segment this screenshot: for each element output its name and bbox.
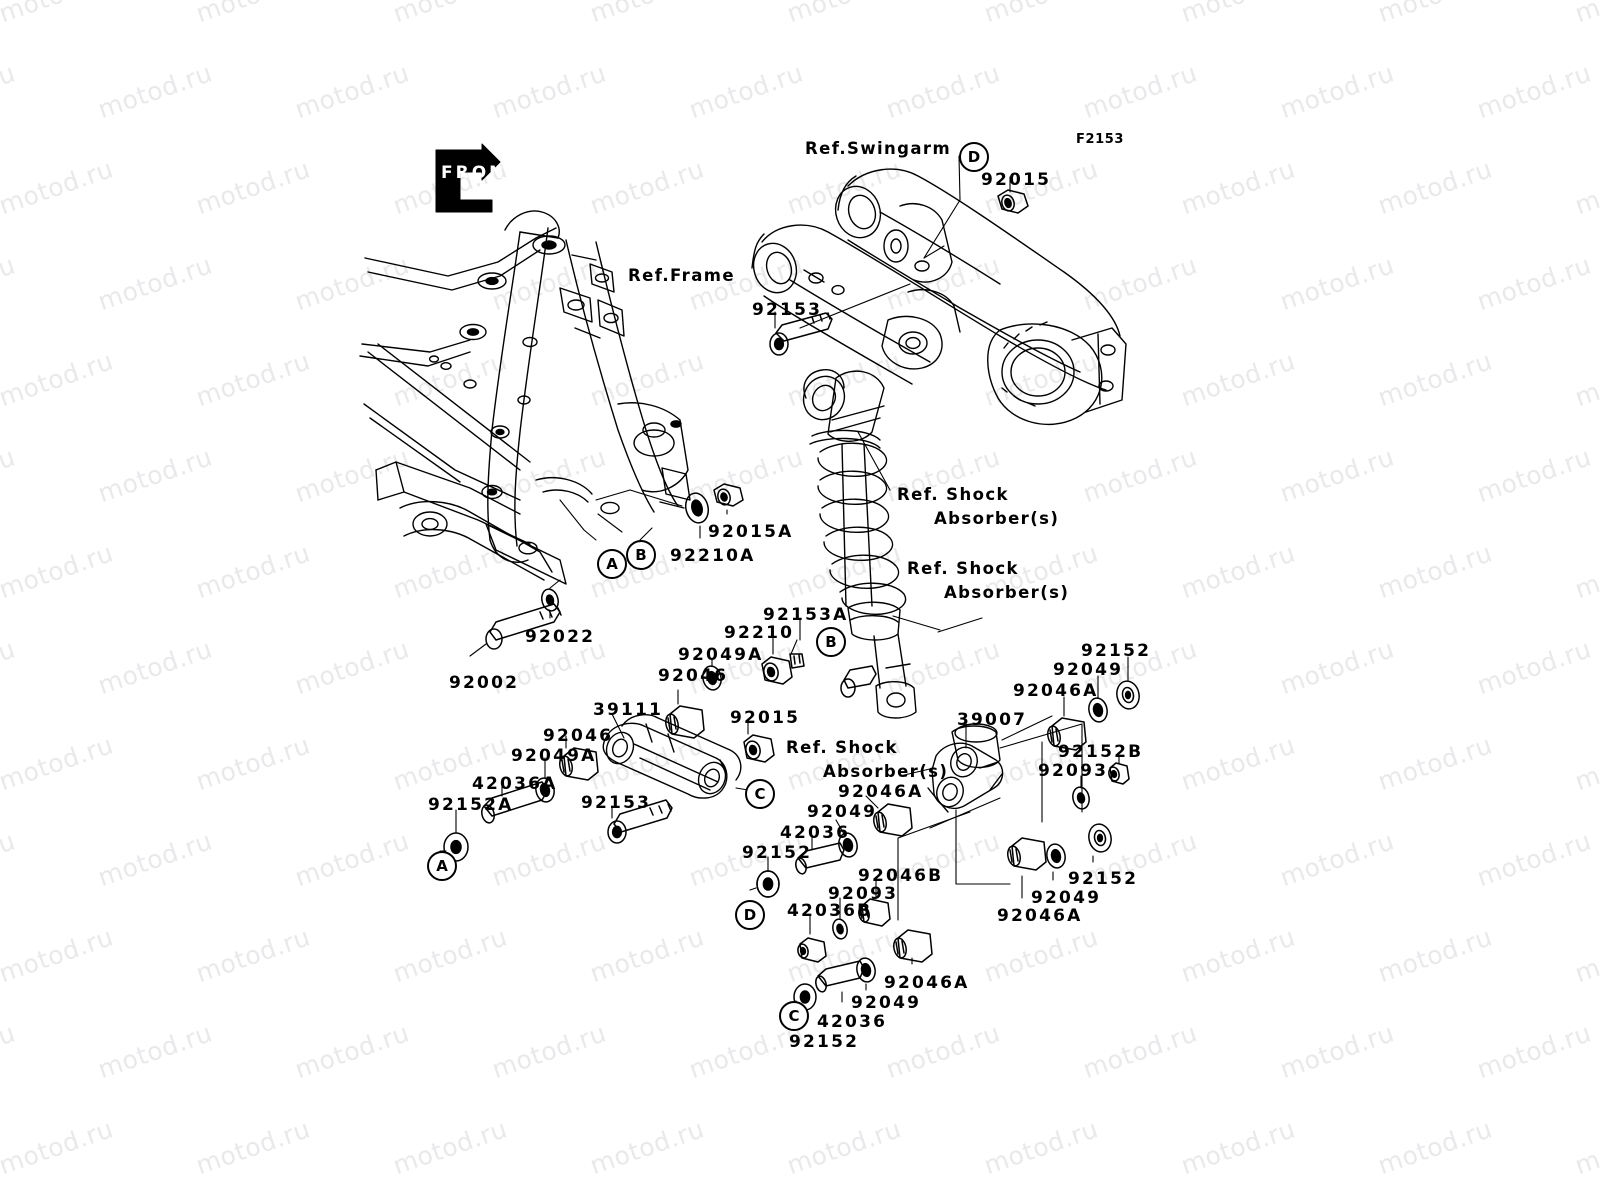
part-number-92152a: 92152A [428, 795, 514, 815]
part-number-92049: 92049 [807, 802, 878, 822]
part-number-92049a: 92049A [678, 645, 764, 665]
ref-shock-2-line2-label: Absorber(s) [944, 583, 1070, 602]
part-number-92046b: 92046B [858, 866, 944, 886]
part-number-92210: 92210 [724, 623, 795, 643]
ref-swingarm-label: Ref.Swingarm [805, 139, 952, 158]
part-92015A-92210A [595, 483, 744, 539]
part-number-42036b: 42036B [787, 901, 873, 921]
part-number-39007: 39007 [957, 710, 1028, 730]
part-number-92153: 92153 [752, 300, 823, 320]
part-92046-bearings-left [559, 689, 705, 781]
part-number-92152: 92152 [1081, 641, 1152, 661]
part-number-92049a: 92049A [511, 746, 597, 766]
part-39007-rocker-arm [897, 715, 1083, 921]
circle-D-low: D [735, 900, 765, 930]
ref-shock-2-line1-label: Ref. Shock [907, 559, 1019, 578]
part-number-92153: 92153 [581, 793, 652, 813]
hardware-bottom [791, 929, 933, 1025]
sheet-code: F2153 [1076, 132, 1125, 147]
ref-shock-1-line1-label: Ref. Shock [897, 485, 1009, 504]
part-number-92049: 92049 [851, 993, 922, 1013]
part-number-92046a: 92046A [884, 973, 970, 993]
swingarm-assembly [751, 155, 1127, 426]
part-number-92046: 92046 [658, 666, 729, 686]
hardware-39007-upper-right [1047, 656, 1140, 751]
part-92210-collar [761, 635, 793, 685]
part-92022-washer [541, 579, 561, 619]
part-number-42036a: 42036A [472, 774, 558, 794]
part-number-92152: 92152 [1068, 869, 1139, 889]
part-39111-tie-rod [602, 713, 761, 799]
part-number-92002: 92002 [449, 673, 520, 693]
part-number-42036: 42036 [817, 1012, 888, 1032]
part-number-92046a: 92046A [997, 906, 1083, 926]
part-92153-bolt-upper [769, 283, 911, 356]
part-number-92022: 92022 [525, 627, 596, 647]
ref-shock-1-line2-label: Absorber(s) [934, 509, 1060, 528]
part-number-92049: 92049 [1053, 660, 1124, 680]
part-number-92015: 92015 [981, 170, 1052, 190]
hardware-middle-bottom [749, 795, 913, 898]
circle-A-low: A [427, 851, 457, 881]
part-number-92015: 92015 [730, 708, 801, 728]
part-number-92093: 92093 [828, 884, 899, 904]
circle-D-top: D [959, 142, 989, 172]
hardware-92152-D [756, 870, 780, 898]
part-number-92015a: 92015A [708, 522, 794, 542]
part-number-92046a: 92046A [1013, 681, 1099, 701]
part-number-92093: 92093 [1038, 761, 1109, 781]
part-92002-bolt [469, 603, 562, 657]
part-number-92152: 92152 [789, 1032, 860, 1052]
front-arrow-marker [435, 143, 501, 213]
part-42036A-collar [481, 781, 549, 824]
part-number-92153a: 92153A [763, 605, 849, 625]
ref-shock-3-line1-label: Ref. Shock [786, 738, 898, 757]
part-number-92046: 92046 [543, 726, 614, 746]
shock-absorber [802, 369, 983, 719]
circle-A-frame: A [597, 549, 627, 579]
part-number-39111: 39111 [593, 700, 664, 720]
circle-C-low: C [779, 1001, 809, 1031]
hardware-39007-lower-right [1007, 823, 1112, 899]
part-92015-nut [997, 176, 1029, 214]
frame-assembly [359, 210, 691, 585]
part-number-92152b: 92152B [1058, 742, 1144, 762]
part-number-42036: 42036 [780, 823, 851, 843]
part-number-92049: 92049 [1031, 888, 1102, 908]
part-number-92046a: 92046A [838, 782, 924, 802]
circle-B-mid: B [816, 627, 846, 657]
circle-B-frame: B [626, 540, 656, 570]
ref-shock-3-line2-label: Absorber(s) [823, 762, 949, 781]
part-number-92210a: 92210A [670, 546, 756, 566]
circle-C-link: C [745, 779, 775, 809]
part-92015-nut-lower [743, 721, 775, 763]
part-92153-bolt-lower [607, 799, 673, 844]
part-92049A-seals [535, 659, 722, 803]
front-arrow-label: FRONT [441, 163, 521, 183]
part-number-92152: 92152 [742, 843, 813, 863]
hardware-92093-92152B [1072, 756, 1130, 810]
part-92153A-bolt [789, 619, 877, 698]
hardware-92046B-group [797, 879, 891, 963]
ref-frame-label: Ref.Frame [628, 266, 735, 285]
